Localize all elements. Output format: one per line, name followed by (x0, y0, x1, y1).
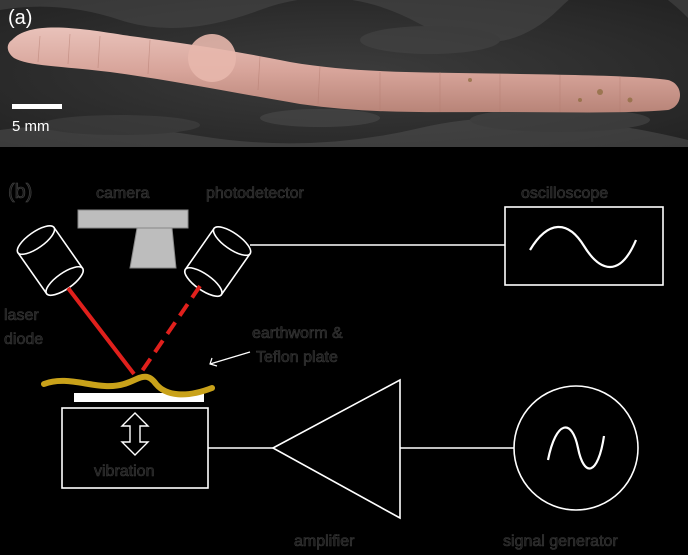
amplifier (271, 378, 401, 520)
signal-generator-label: signal generator (503, 533, 618, 550)
earthworm-sketch (41, 373, 215, 398)
laser-label-line2: diode (4, 331, 43, 348)
scale-bar-label: 5 mm (12, 118, 50, 135)
sine-wave-icon (546, 426, 606, 470)
sample-pointer-arrow (209, 351, 251, 367)
vibration-double-arrow-icon (120, 412, 150, 456)
oscilloscope-waveform (529, 225, 638, 269)
camera (77, 209, 189, 269)
signal-generator (513, 385, 639, 511)
teflon-plate (74, 393, 204, 402)
sample-label-line1: earthworm & (252, 325, 343, 342)
scale-bar (12, 104, 62, 109)
oscilloscope (504, 206, 664, 286)
sample-label-line2: Teflon plate (256, 349, 338, 366)
laser-beam-incident (66, 286, 136, 376)
laser-beam-reflected (138, 284, 202, 376)
camera-label: camera (96, 185, 149, 202)
oscilloscope-label: oscilloscope (521, 185, 608, 202)
laser-diode (16, 225, 85, 297)
panel-b-schematic: (b) camera laser diode photodetector (4, 181, 664, 550)
worm-clitellum (188, 34, 236, 82)
photodetector (183, 226, 252, 298)
panel-a-label: (a) (8, 7, 32, 29)
worm-dirt (468, 78, 633, 103)
photodetector-label: photodetector (206, 185, 305, 202)
amplifier-label: amplifier (294, 533, 355, 550)
laser-label-line1: laser (4, 307, 39, 324)
panel-b-label: (b) (8, 181, 32, 203)
panel-a-photo: (a) 5 mm (0, 0, 688, 147)
earthworm-photo (7, 27, 680, 113)
worm-segments (37, 33, 621, 112)
photo-texture (0, 0, 688, 147)
vibration-label: vibration (94, 463, 154, 480)
